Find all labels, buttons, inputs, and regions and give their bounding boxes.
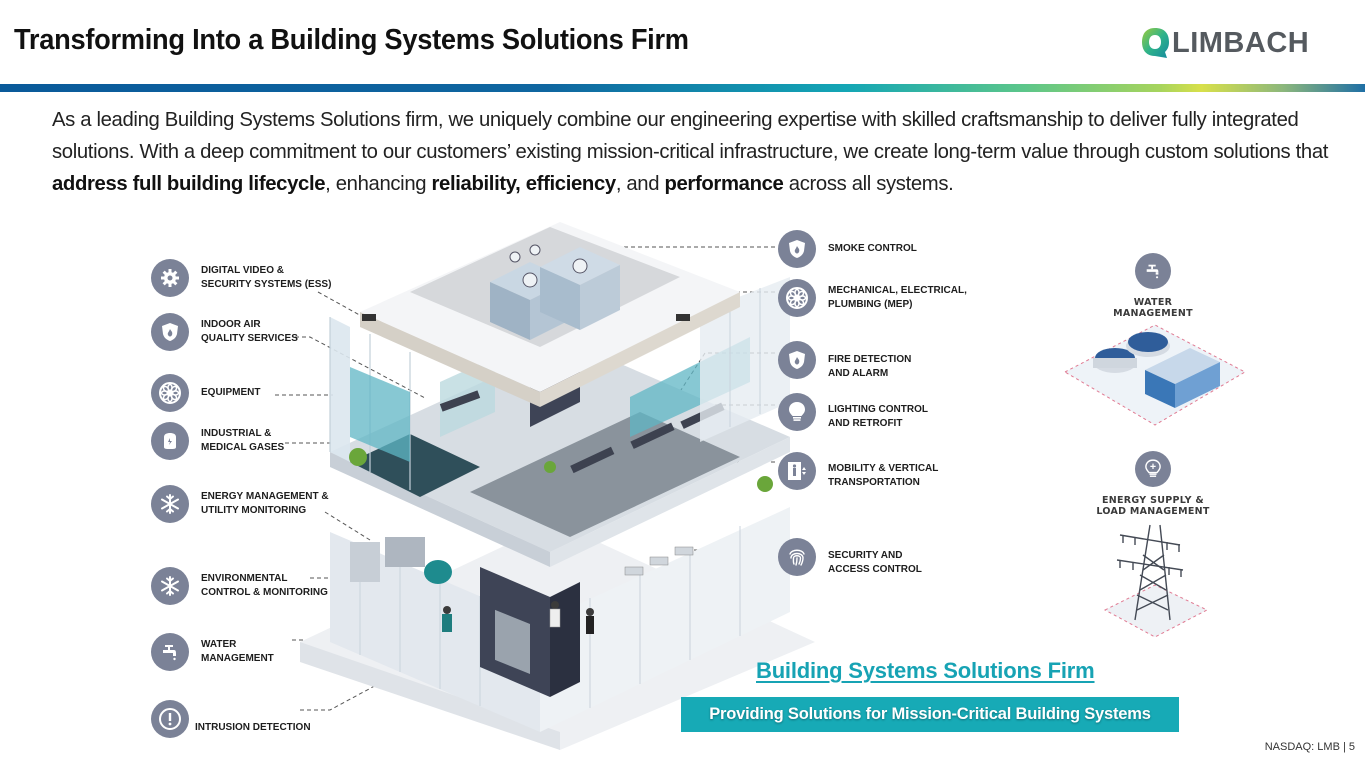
firm-heading-link[interactable]: Building Systems Solutions Firm <box>756 658 1095 683</box>
security-camera <box>676 314 690 321</box>
feature-label: LIGHTING CONTROL AND RETROFIT <box>828 404 928 429</box>
side-feature-energy-supply: ENERGY SUPPLY & LOAD MANAGEMENT <box>1093 451 1213 517</box>
shield-flame-icon <box>778 230 816 268</box>
feature-label: FIRE DETECTION AND ALARM <box>828 354 912 379</box>
side-feature-label: WATER MANAGEMENT <box>1113 297 1193 319</box>
transmission-tower-illustration <box>1103 524 1209 638</box>
security-camera <box>362 314 376 321</box>
feature-intrusion-detection: INTRUSION DETECTION <box>151 700 311 738</box>
intro-paragraph: As a leading Building Systems Solutions … <box>52 104 1342 200</box>
feature-label: INTRUSION DETECTION <box>195 722 311 733</box>
plant <box>349 448 367 466</box>
feature-label: DIGITAL VIDEO & SECURITY SYSTEMS (ESS) <box>201 265 332 290</box>
feature-mep: MECHANICAL, ELECTRICAL, PLUMBING (MEP) <box>778 279 967 317</box>
plant <box>544 461 556 473</box>
glass-partition <box>350 367 410 462</box>
feature-industrial-gases: INDUSTRIAL & MEDICAL GASES <box>151 422 284 460</box>
feature-label: SECURITY AND ACCESS CONTROL <box>828 550 922 575</box>
intro-text: , enhancing <box>325 173 432 195</box>
intro-emphasis: performance <box>664 173 784 195</box>
lower-floor-right-wall <box>540 507 790 732</box>
plant <box>757 476 773 492</box>
faucet-icon <box>151 633 189 671</box>
feature-equipment: EQUIPMENT <box>151 374 260 412</box>
feature-environmental-control: ENVIRONMENTAL CONTROL & MONITORING <box>151 567 328 605</box>
feature-label: INDUSTRIAL & MEDICAL GASES <box>201 428 285 453</box>
fan-icon <box>778 279 816 317</box>
feature-water-management: WATER MANAGEMENT <box>151 633 274 671</box>
pump <box>424 560 452 584</box>
feature-indoor-air: INDOOR AIR QUALITY SERVICES <box>151 313 298 351</box>
feature-label: SMOKE CONTROL <box>828 243 917 254</box>
limbach-logo-mark-icon <box>1142 28 1169 58</box>
building-illustration <box>300 222 815 750</box>
side-feature-label: ENERGY SUPPLY & LOAD MANAGEMENT <box>1096 495 1210 517</box>
faucet-icon <box>1135 253 1171 289</box>
intro-text: , and <box>615 173 665 195</box>
gear-icon <box>151 259 189 297</box>
feature-digital-video: DIGITAL VIDEO & SECURITY SYSTEMS (ESS) <box>151 259 331 297</box>
feature-label: MOBILITY & VERTICAL TRANSPORTATION <box>828 463 939 488</box>
footer-page-info: NASDAQ: LMB | 5 <box>1264 741 1355 753</box>
logo-text: LIMBACH <box>1172 26 1310 59</box>
page-title: Transforming Into a Building Systems Sol… <box>14 24 689 56</box>
alert-icon <box>151 700 189 738</box>
snowflake-icon <box>151 485 189 523</box>
lightbulb-icon <box>778 393 816 431</box>
feature-label: ENVIRONMENTAL CONTROL & MONITORING <box>201 573 328 598</box>
feature-label: INDOOR AIR QUALITY SERVICES <box>201 319 298 344</box>
intro-text: across all systems. <box>783 173 954 195</box>
feature-label: MECHANICAL, ELECTRICAL, PLUMBING (MEP) <box>828 285 967 310</box>
banner-text: Providing Solutions for Mission-Critical… <box>709 705 1151 723</box>
feature-security-access: SECURITY AND ACCESS CONTROL <box>778 537 922 577</box>
mission-banner: Providing Solutions for Mission-Critical… <box>681 697 1179 732</box>
fingerprint-icon <box>778 538 816 576</box>
electrical-panel <box>350 542 380 582</box>
elevator-icon <box>778 452 816 490</box>
feature-mobility: MOBILITY & VERTICAL TRANSPORTATION <box>778 452 938 490</box>
lower-floor-left-wall <box>330 532 540 732</box>
snowflake-icon <box>151 567 189 605</box>
shield-flame-icon <box>778 341 816 379</box>
fan-icon <box>151 374 189 412</box>
feature-smoke-control: SMOKE CONTROL <box>778 230 917 268</box>
header-gradient-rule <box>0 84 1365 92</box>
intro-emphasis: reliability, efficiency <box>431 173 616 195</box>
shield-flame-icon <box>151 313 189 351</box>
intro-emphasis: address full building lifecycle <box>52 173 326 195</box>
feature-label: EQUIPMENT <box>201 387 261 398</box>
feature-label: ENERGY MANAGEMENT & UTILITY MONITORING <box>201 491 329 516</box>
intro-text: As a leading Building Systems Solutions … <box>52 109 1329 163</box>
side-feature-water-management: WATER MANAGEMENT <box>1098 253 1208 319</box>
gas-cylinder-icon <box>151 422 189 460</box>
rooftop-hvac-units <box>490 244 620 340</box>
lightbulb-icon <box>1135 451 1171 487</box>
office-floor <box>470 412 740 537</box>
feature-energy-management: ENERGY MANAGEMENT & UTILITY MONITORING <box>151 485 329 523</box>
feature-fire-detection: FIRE DETECTION AND ALARM <box>778 339 911 381</box>
feature-label: WATER MANAGEMENT <box>201 639 274 664</box>
limbach-logo: LIMBACH <box>1140 26 1309 60</box>
water-treatment-illustration <box>1063 324 1247 426</box>
feature-lighting-control: LIGHTING CONTROL AND RETROFIT <box>778 393 928 431</box>
mechanical-unit <box>385 537 425 567</box>
